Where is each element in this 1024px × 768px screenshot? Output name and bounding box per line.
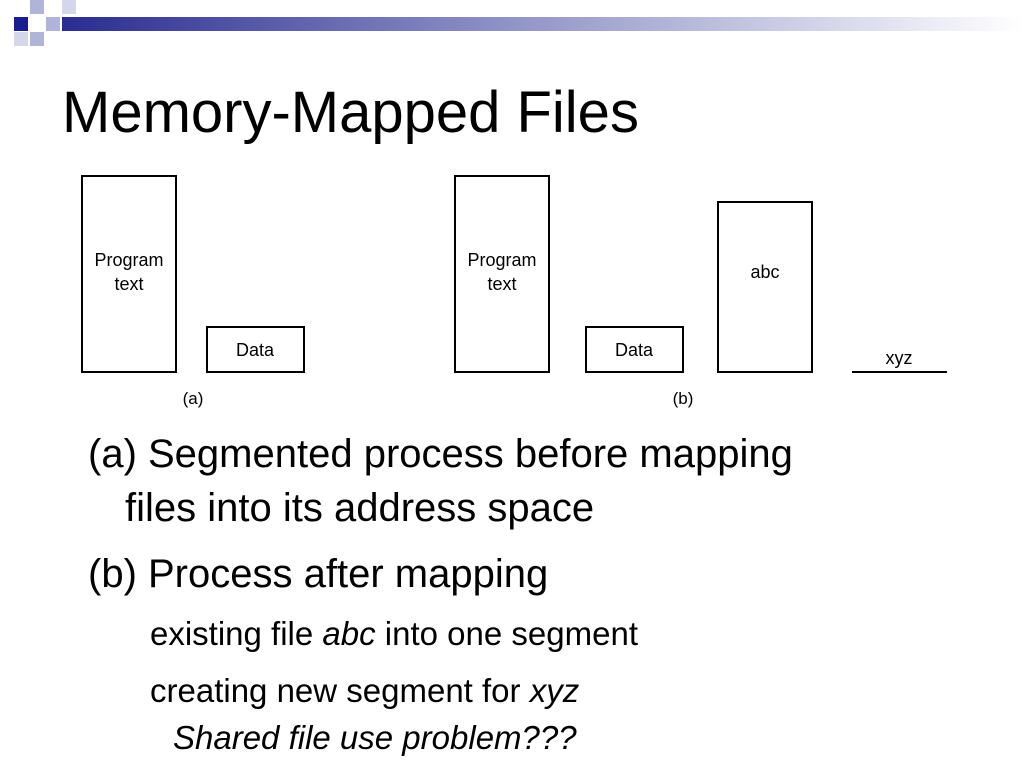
b-program-label: Program xyxy=(467,250,536,270)
sub-bullet-abc: existing file abc into one segment xyxy=(150,614,638,654)
slide-title: Memory-Mapped Files xyxy=(62,80,639,145)
b-abc-box xyxy=(717,201,813,373)
b-abc-label: abc xyxy=(750,262,779,282)
sub-bullet-abc-pre: existing file xyxy=(150,615,323,652)
a-data-label: Data xyxy=(236,340,275,360)
b-program-label-2: text xyxy=(487,274,516,294)
a-program-label: Program xyxy=(94,250,163,270)
sub-bullet-abc-italic: abc xyxy=(322,615,376,652)
bullet-a-line1: (a) Segmented process before mapping xyxy=(88,432,793,476)
b-program-text-box xyxy=(454,175,550,373)
header-decoration xyxy=(14,0,1024,46)
a-caption: (a) xyxy=(183,389,204,408)
segment-diagram: Program text Data (a) Program text Data … xyxy=(81,175,947,408)
b-caption: (b) xyxy=(673,389,694,408)
sub-bullet-xyz: creating new segment for xyz xyxy=(150,671,579,711)
deco-square xyxy=(14,17,28,31)
sub-bullet-xyz-italic: xyz xyxy=(529,672,580,709)
bullet-b-line1: (b) Process after mapping xyxy=(88,552,549,596)
deco-square xyxy=(14,32,28,46)
a-program-text-box xyxy=(81,175,177,373)
b-xyz-label: xyz xyxy=(886,348,913,368)
a-data-box xyxy=(206,326,305,373)
a-program-label-2: text xyxy=(114,274,143,294)
shared-file-question: Shared file use problem??? xyxy=(173,719,577,756)
bullet-a-line2: files into its address space xyxy=(125,486,595,530)
deco-square xyxy=(46,17,60,31)
sub-bullet-xyz-pre: creating new segment for xyxy=(150,672,530,709)
deco-bar xyxy=(62,17,1024,31)
b-data-label: Data xyxy=(615,340,654,360)
deco-square xyxy=(30,32,44,46)
deco-square xyxy=(30,0,44,14)
deco-square xyxy=(62,0,76,14)
b-data-box xyxy=(585,326,684,373)
sub-bullet-abc-post: into one segment xyxy=(375,615,638,652)
